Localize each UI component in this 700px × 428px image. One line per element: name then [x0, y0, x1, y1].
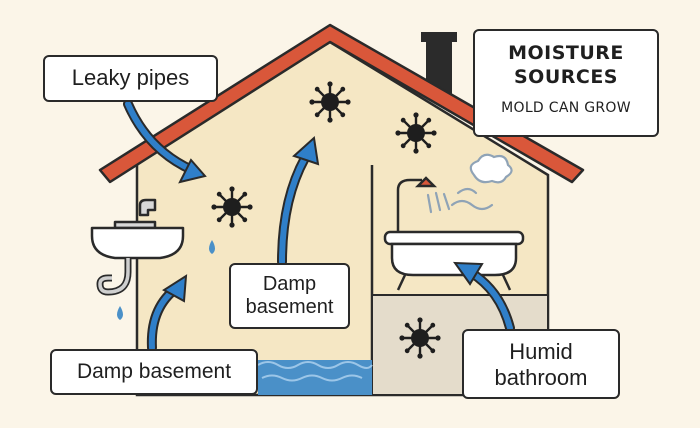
- title-subtitle: MOLD CAN GROW: [501, 100, 631, 116]
- title-line2: SOURCES: [513, 66, 618, 88]
- label-damp-basement-middle-line1: Damp: [262, 273, 317, 295]
- label-damp-basement-middle: Damp basement: [229, 263, 350, 329]
- roof: [98, 23, 585, 184]
- floor-water: [257, 360, 373, 395]
- shower-head-icon: [396, 176, 451, 232]
- label-leaky-pipes-text: Leaky pipes: [71, 65, 190, 90]
- arrow-damp-basement-left: [146, 274, 188, 353]
- title-box: MOISTURE SOURCES MOLD CAN GROW: [473, 29, 659, 137]
- label-humid-line1: Humid: [509, 339, 573, 364]
- label-damp-basement-middle-line2: basement: [245, 296, 334, 318]
- water-drop-icon: [117, 240, 215, 320]
- mold-spore-icon: [398, 316, 442, 360]
- arrow-leaky-pipes: [123, 99, 207, 184]
- title-line1: MOISTURE: [508, 42, 624, 64]
- bathtub-icon: [383, 230, 525, 291]
- steam-icon: [450, 153, 513, 211]
- label-humid-line2: bathroom: [494, 365, 588, 390]
- mold-spore-icon: [394, 111, 438, 155]
- arrow-humid-bathroom: [453, 261, 515, 333]
- label-damp-basement-left-text: Damp basement: [76, 360, 232, 383]
- arrow-damp-basement-mid: [277, 136, 320, 267]
- label-humid-bathroom: Humid bathroom: [462, 329, 620, 399]
- label-leaky-pipes: Leaky pipes: [43, 55, 218, 102]
- mold-spore-icon: [308, 80, 352, 124]
- sink-icon: [90, 198, 185, 296]
- label-damp-basement-left: Damp basement: [50, 349, 258, 395]
- mold-spore-icon: [210, 185, 254, 229]
